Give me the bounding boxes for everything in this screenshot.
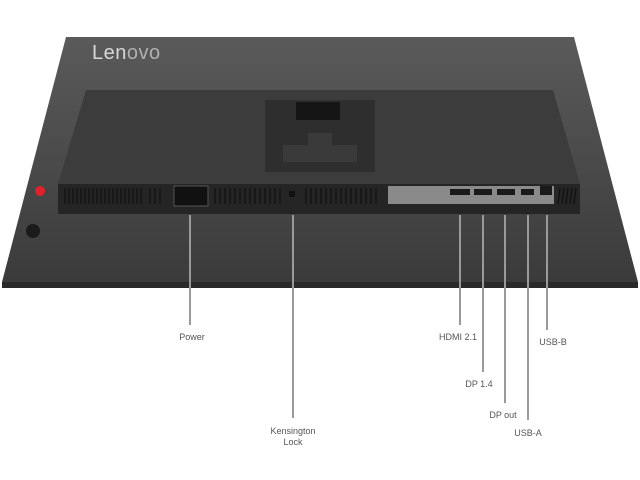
- lenovo-logo: Lenovo: [92, 42, 161, 65]
- power-port: [173, 185, 209, 207]
- vent-grille: [64, 187, 577, 205]
- callout-dp14: DP 1.4: [465, 379, 493, 389]
- callout-kensington-line1: Kensington: [270, 426, 316, 436]
- callout-dp-out: DP out: [489, 410, 517, 420]
- usb-b-port: [540, 186, 552, 195]
- callout-hdmi: HDMI 2.1: [438, 332, 478, 342]
- leader-lines: [189, 215, 548, 420]
- callout-usb-a: USB-A: [514, 428, 542, 438]
- power-button: [35, 186, 45, 196]
- hdmi-port: [450, 189, 470, 195]
- kensington-slot: [289, 191, 295, 197]
- callout-usb-b: USB-B: [539, 337, 567, 347]
- mount-notch: [283, 133, 357, 162]
- dp14-port: [474, 189, 492, 195]
- logo-text: Len: [92, 42, 127, 64]
- mount-slot: [296, 102, 340, 120]
- callout-kensington-line2: Lock: [283, 437, 303, 447]
- dp-out-port: [497, 189, 515, 195]
- usb-a-port: [521, 189, 534, 195]
- callout-power: Power: [179, 332, 205, 342]
- joystick-button: [26, 224, 40, 238]
- bezel-edge: [2, 282, 638, 288]
- logo-text-tail: ovo: [126, 42, 161, 64]
